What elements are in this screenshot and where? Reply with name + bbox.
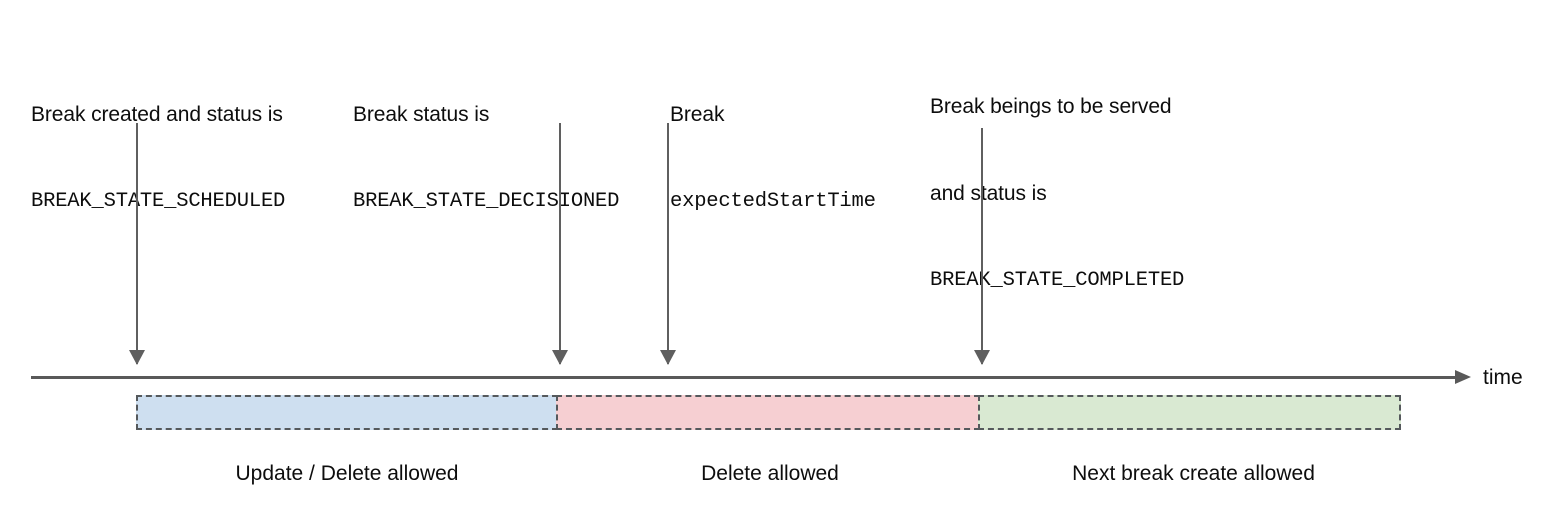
arrow-head <box>974 350 990 365</box>
annotation-line-code: BREAK_STATE_DECISIONED <box>353 190 620 213</box>
annotation-label-completed: Break beings to be served and status is … <box>930 34 1184 353</box>
annotation-label-expected-start-time: Break expectedStartTime <box>670 42 876 274</box>
time-axis-arrow-icon <box>1455 370 1471 384</box>
phase-segment-scheduled <box>136 395 558 430</box>
phase-segment-completed <box>978 395 1401 430</box>
annotation-line: Break created and status is <box>31 103 283 126</box>
pointer-arrow-down-icon <box>972 128 992 365</box>
arrow-head <box>660 350 676 365</box>
phase-caption-scheduled: Update / Delete allowed <box>235 462 459 485</box>
annotation-label-scheduled: Break created and status is BREAK_STATE_… <box>31 42 285 274</box>
annotation-line: and status is <box>930 182 1047 205</box>
pointer-arrow-down-icon <box>658 123 678 365</box>
arrow-shaft <box>981 128 983 364</box>
phase-bar <box>136 395 1401 430</box>
arrow-head <box>129 350 145 365</box>
arrow-shaft <box>559 123 561 364</box>
phase-caption-completed: Next break create allowed <box>1072 462 1315 485</box>
annotation-line: Break beings to be served <box>930 95 1172 118</box>
annotation-line: Break status is <box>353 103 490 126</box>
time-axis-line <box>31 376 1458 379</box>
phase-caption-decisioned: Delete allowed <box>701 462 839 485</box>
phase-segment-decisioned <box>556 395 980 430</box>
pointer-arrow-down-icon <box>127 123 147 365</box>
arrow-shaft <box>136 123 138 364</box>
annotation-line-code: BREAK_STATE_COMPLETED <box>930 269 1185 292</box>
annotation-line: Break <box>670 103 725 126</box>
arrow-head <box>552 350 568 365</box>
pointer-arrow-down-icon <box>550 123 570 365</box>
arrow-shaft <box>667 123 669 364</box>
annotation-label-decisioned: Break status is BREAK_STATE_DECISIONED <box>353 42 619 274</box>
time-axis <box>31 370 1471 384</box>
annotation-line-code: expectedStartTime <box>670 190 876 213</box>
annotation-line-code: BREAK_STATE_SCHEDULED <box>31 190 286 213</box>
time-axis-label: time <box>1483 366 1523 389</box>
